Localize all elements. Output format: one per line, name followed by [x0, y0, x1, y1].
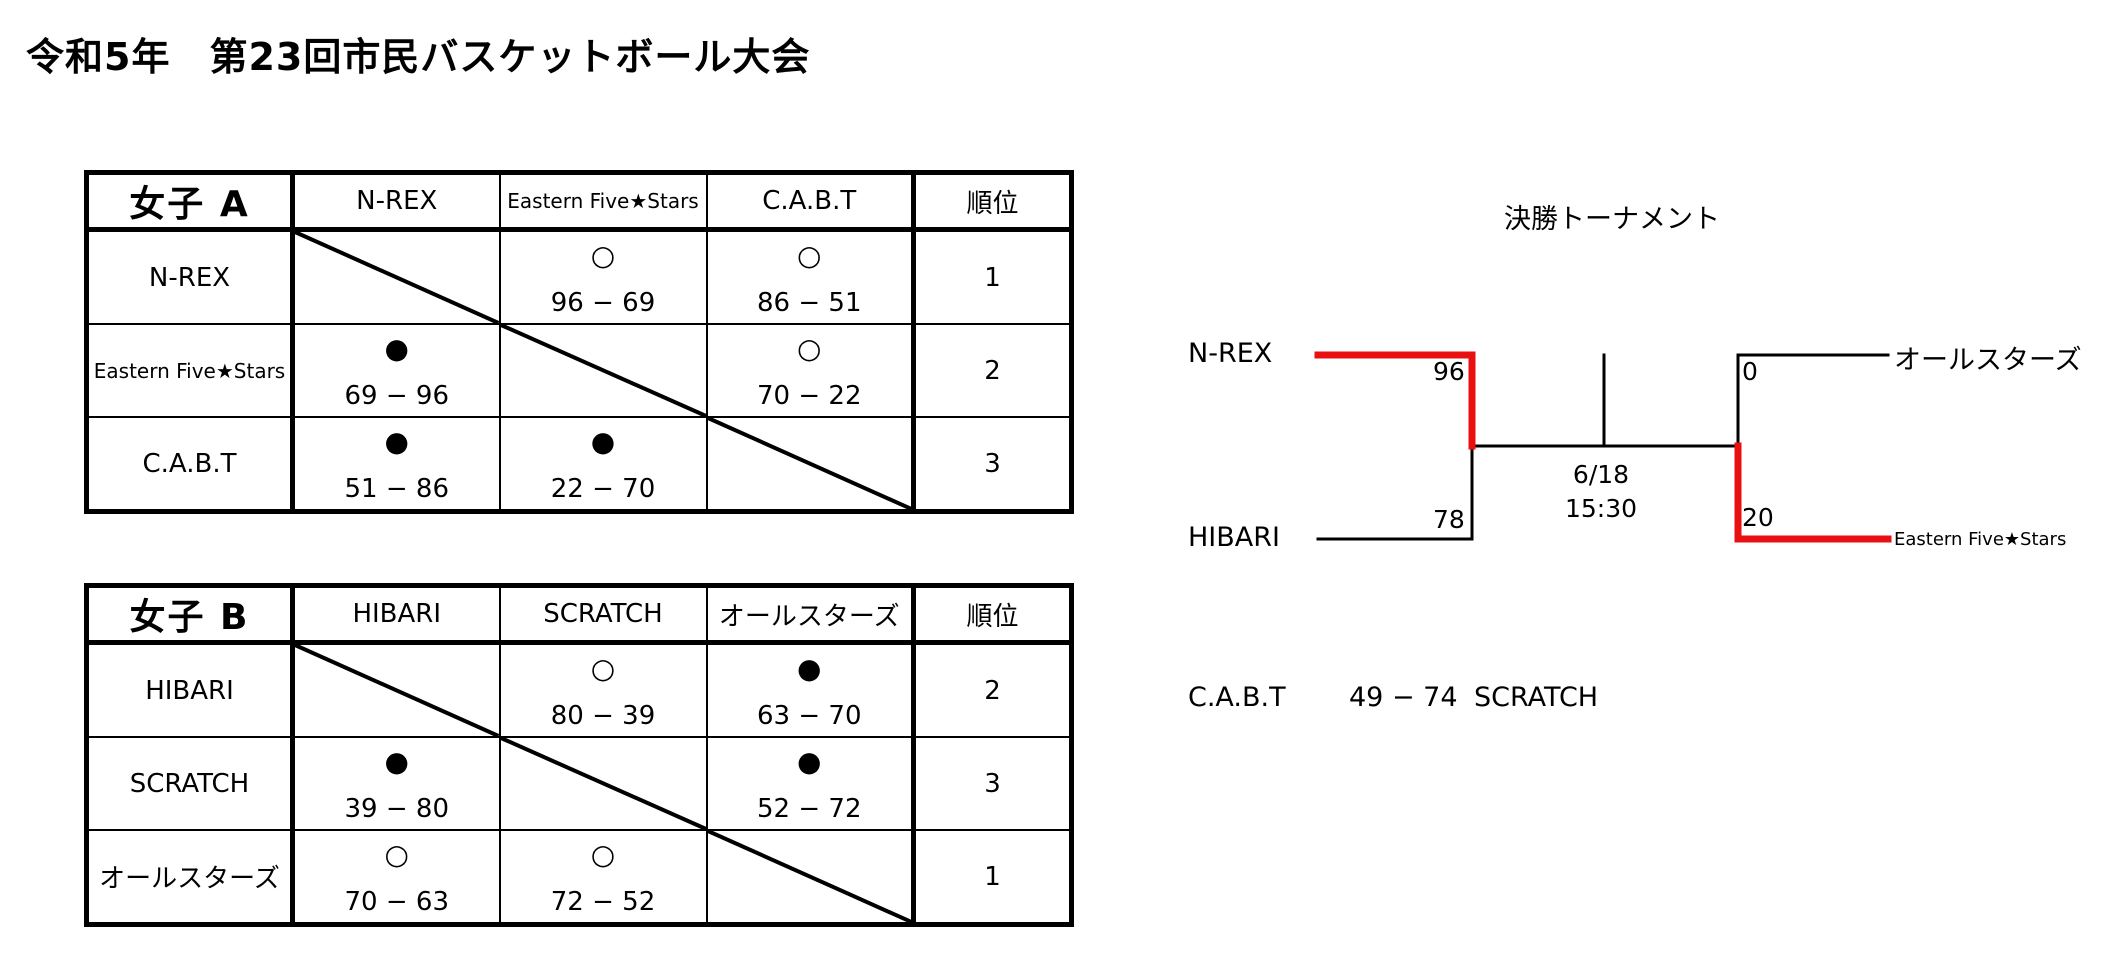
match-score: 39 − 80 [344, 793, 449, 824]
bracket-team-left-top: N-REX [1188, 338, 1273, 369]
final-schedule: 6/18 15:30 [1546, 458, 1656, 526]
win-loss-mark: ● [384, 744, 409, 778]
column-header: N-REX [291, 171, 501, 232]
rank-header: 順位 [911, 171, 1073, 232]
group-label: 女子 B [85, 584, 295, 645]
table-row: N-REX ○ 96 − 69 ○ 86 − 51 1 [85, 228, 1073, 325]
bracket-score-right-top: 0 [1742, 357, 1758, 386]
diagonal-cell [498, 736, 708, 831]
match-score: 80 − 39 [550, 700, 656, 731]
win-loss-mark: ○ [590, 238, 616, 272]
match-cell: ○ 96 − 69 [498, 228, 708, 325]
match-score: 51 − 86 [344, 473, 449, 504]
match-cell: ○ 70 − 22 [705, 323, 915, 418]
bracket-winner-path-eastern [1734, 442, 1892, 543]
match-cell: ○ 70 − 63 [291, 829, 501, 926]
bracket-score-left-top: 96 [1433, 357, 1465, 386]
bracket-team-left-bottom: HIBARI [1188, 522, 1280, 553]
match-cell: ● 22 − 70 [498, 416, 708, 513]
win-loss-mark: ● [384, 331, 409, 365]
diagonal-cell [705, 416, 915, 513]
match-score: 96 − 69 [550, 287, 656, 318]
table-row: C.A.B.T ● 51 − 86 ● 22 − 70 3 [85, 416, 1073, 513]
match-cell: ○ 72 − 52 [498, 829, 708, 926]
match-score: 72 − 52 [550, 886, 656, 917]
match-cell: ● 52 − 72 [705, 736, 915, 831]
third-place-score: 49 − 74 [1349, 682, 1458, 713]
match-score: 22 − 70 [550, 473, 656, 504]
rank-value: 1 [911, 228, 1073, 325]
bracket-score-left-bottom: 78 [1433, 505, 1465, 534]
row-team-name: N-REX [85, 228, 295, 325]
win-loss-mark: ● [797, 651, 822, 685]
table-row: HIBARI ○ 80 − 39 ● 63 − 70 2 [85, 641, 1073, 738]
diagonal-cell [498, 323, 708, 418]
match-score: 86 − 51 [757, 287, 862, 318]
column-header: HIBARI [291, 584, 501, 645]
rank-value: 2 [911, 323, 1073, 418]
rank-value: 1 [911, 829, 1073, 926]
bracket-title: 決勝トーナメント [1504, 204, 1720, 235]
bracket-winner-path-nrex [1314, 351, 1476, 450]
row-team-name: HIBARI [85, 641, 295, 738]
column-header: C.A.B.T [705, 171, 915, 232]
final-time: 15:30 [1564, 494, 1638, 523]
match-cell: ○ 86 − 51 [705, 228, 915, 325]
table-header-row: 女子 B HIBARI SCRATCH オールスターズ 順位 [85, 584, 1073, 645]
match-cell: ● 51 − 86 [291, 416, 501, 513]
match-score: 70 − 63 [344, 886, 449, 917]
win-loss-mark: ○ [797, 238, 822, 272]
win-loss-mark: ● [797, 744, 822, 778]
match-score: 69 − 96 [344, 380, 449, 411]
match-cell: ● 63 − 70 [705, 641, 915, 738]
final-date: 6/18 [1572, 460, 1630, 489]
win-loss-mark: ○ [590, 837, 616, 871]
win-loss-mark: ○ [384, 837, 409, 871]
match-score: 52 − 72 [757, 793, 862, 824]
column-header: オールスターズ [705, 584, 915, 645]
table-row: SCRATCH ● 39 − 80 ● 52 − 72 3 [85, 736, 1073, 831]
bracket-team-right-top: オールスターズ [1894, 345, 2082, 376]
page-title: 令和5年 第23回市民バスケットボール大会 [26, 35, 811, 79]
win-loss-mark: ● [384, 424, 409, 458]
row-team-name: オールスターズ [85, 829, 295, 926]
rank-value: 2 [911, 641, 1073, 738]
match-cell: ● 39 − 80 [291, 736, 501, 831]
win-loss-mark: ○ [797, 331, 822, 365]
bracket-score-right-bottom: 20 [1742, 503, 1774, 532]
match-cell: ○ 80 − 39 [498, 641, 708, 738]
table-row: Eastern Five★Stars ● 69 − 96 ○ 70 − 22 2 [85, 323, 1073, 418]
rank-value: 3 [911, 736, 1073, 831]
bracket-team-right-bottom: Eastern Five★Stars [1894, 529, 2067, 550]
match-score: 70 − 22 [757, 380, 862, 411]
diagonal-cell [291, 228, 501, 325]
table-row: オールスターズ ○ 70 − 63 ○ 72 − 52 1 [85, 829, 1073, 926]
table-header-row: 女子 A N-REX Eastern Five★Stars C.A.B.T 順位 [85, 171, 1073, 232]
row-team-name: Eastern Five★Stars [85, 323, 295, 418]
rank-value: 3 [911, 416, 1073, 513]
third-place-team2: SCRATCH [1474, 682, 1599, 713]
rank-header: 順位 [911, 584, 1073, 645]
row-team-name: C.A.B.T [85, 416, 295, 513]
win-loss-mark: ○ [590, 651, 616, 685]
league-table-group-a: 女子 A N-REX Eastern Five★Stars C.A.B.T 順位… [84, 170, 1074, 514]
row-team-name: SCRATCH [85, 736, 295, 831]
diagonal-cell [291, 641, 501, 738]
match-cell: ● 69 − 96 [291, 323, 501, 418]
league-table-group-b: 女子 B HIBARI SCRATCH オールスターズ 順位 HIBARI ○ 8… [84, 583, 1074, 927]
column-header: SCRATCH [498, 584, 708, 645]
win-loss-mark: ● [590, 424, 616, 458]
column-header: Eastern Five★Stars [498, 171, 708, 232]
third-place-team1: C.A.B.T [1188, 682, 1286, 713]
group-label: 女子 A [85, 171, 295, 232]
diagonal-cell [705, 829, 915, 926]
match-score: 63 − 70 [757, 700, 862, 731]
